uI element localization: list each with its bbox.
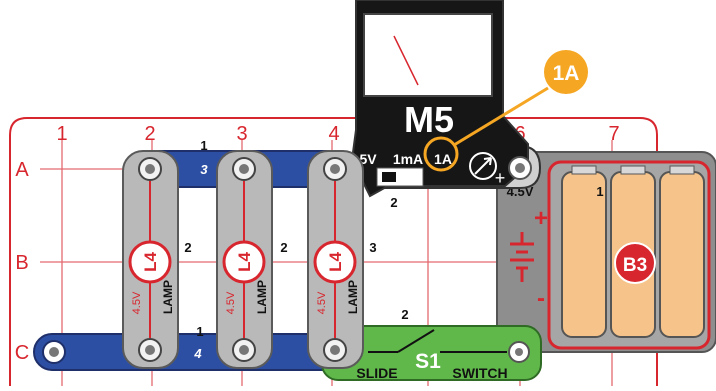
meter-range-5v[interactable]: 5V: [359, 151, 377, 167]
battery-holder-b3: + - 4.5V 1 B3: [496, 151, 716, 353]
callout-label: 1A: [553, 62, 580, 85]
level-lamp-3: 3: [369, 240, 376, 255]
grid-row-c: C: [15, 342, 29, 364]
lamp-3-voltage: 4.5V: [316, 291, 328, 314]
lamp-2: L4 LAMP 4.5V: [216, 150, 273, 369]
lamp-3-name: L4: [326, 252, 345, 272]
grid-col-1: 1: [56, 123, 67, 145]
battery-name: B3: [623, 255, 647, 276]
lamp-1-name: L4: [141, 252, 160, 272]
switch-label-left: SLIDE: [356, 365, 397, 381]
lamp-2-label: LAMP: [255, 280, 269, 314]
wire-top-number: 3: [200, 162, 208, 177]
level-lamp-1: 2: [184, 240, 191, 255]
grid-col-7: 7: [608, 123, 619, 145]
battery-level: 1: [596, 184, 603, 199]
wire-bottom: 4: [33, 333, 353, 371]
lamp-1: L4 LAMP 4.5V: [122, 150, 179, 369]
grid-row-b: B: [15, 252, 28, 274]
slide-switch-s1: S1 SLIDE SWITCH: [321, 325, 542, 381]
meter-plus-terminal: +: [495, 168, 506, 188]
meter-name: M5: [404, 99, 454, 140]
level-lamp-2: 2: [280, 240, 287, 255]
battery-plus-icon: +: [534, 205, 548, 232]
level-markers: 1 2 2 3 1 2 2: [184, 138, 408, 339]
lamp-3: L4 LAMP 4.5V: [307, 150, 364, 369]
lamp-2-voltage: 4.5V: [225, 291, 237, 314]
lamp-3-label: LAMP: [346, 280, 360, 314]
wire-bottom-number: 4: [193, 346, 202, 361]
meter-range-slider[interactable]: [382, 172, 396, 182]
level-wire-bottom: 1: [196, 324, 203, 339]
lamp-1-label: LAMP: [161, 280, 175, 314]
meter-range-1ma[interactable]: 1mA: [393, 151, 423, 167]
lamp-1-voltage: 4.5V: [131, 291, 143, 314]
grid-col-4: 4: [328, 123, 339, 145]
level-meter: 2: [390, 195, 397, 210]
level-switch: 2: [401, 307, 408, 322]
battery-symbol: [510, 232, 534, 282]
grid-row-a: A: [15, 159, 29, 181]
grid-col-2: 2: [144, 123, 155, 145]
battery-minus-icon: -: [537, 285, 545, 312]
lamp-2-name: L4: [235, 252, 254, 272]
switch-label-right: SWITCH: [452, 365, 507, 381]
level-wire-top: 1: [200, 138, 207, 153]
switch-name: S1: [415, 350, 441, 373]
meter-range-1a[interactable]: 1A: [434, 151, 452, 167]
grid-col-3: 3: [236, 123, 247, 145]
meter-m5: M5 5V 1mA 1A + 1A: [350, 0, 588, 198]
